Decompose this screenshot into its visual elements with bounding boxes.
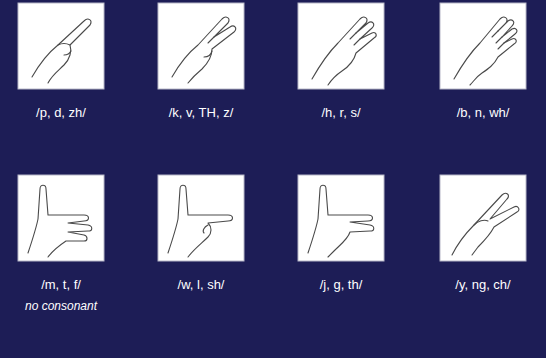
phoneme-label: /b, n, wh/ — [457, 105, 510, 121]
hand-panel — [298, 3, 384, 89]
phoneme-label: /y, ng, ch/ — [455, 277, 510, 293]
hand-panel — [18, 175, 104, 261]
phoneme-label: /k, v, TH, z/ — [169, 105, 234, 121]
phoneme-label: /h, r, s/ — [321, 105, 360, 121]
hand-sketch — [32, 19, 91, 83]
hand-panel — [298, 175, 384, 261]
hand-sketch — [308, 185, 374, 257]
phoneme-label: /j, g, th/ — [320, 277, 363, 293]
hand-panel — [158, 175, 244, 261]
phoneme-label: /m, t, f/ — [41, 277, 81, 293]
hand-panel — [440, 3, 526, 89]
phoneme-label: /p, d, zh/ — [36, 105, 86, 121]
hand-panel — [18, 3, 104, 89]
hand-sketch — [28, 185, 92, 257]
hand-panel — [158, 3, 244, 89]
hand-panel — [440, 175, 526, 261]
hand-sketch — [312, 17, 376, 85]
hand-sketch — [168, 185, 233, 257]
note-label: no consonant — [25, 298, 97, 314]
hand-sketch — [172, 17, 236, 83]
hand-sketch — [454, 17, 517, 85]
phoneme-label: /w, l, sh/ — [178, 277, 225, 293]
hand-sketch — [452, 193, 519, 255]
